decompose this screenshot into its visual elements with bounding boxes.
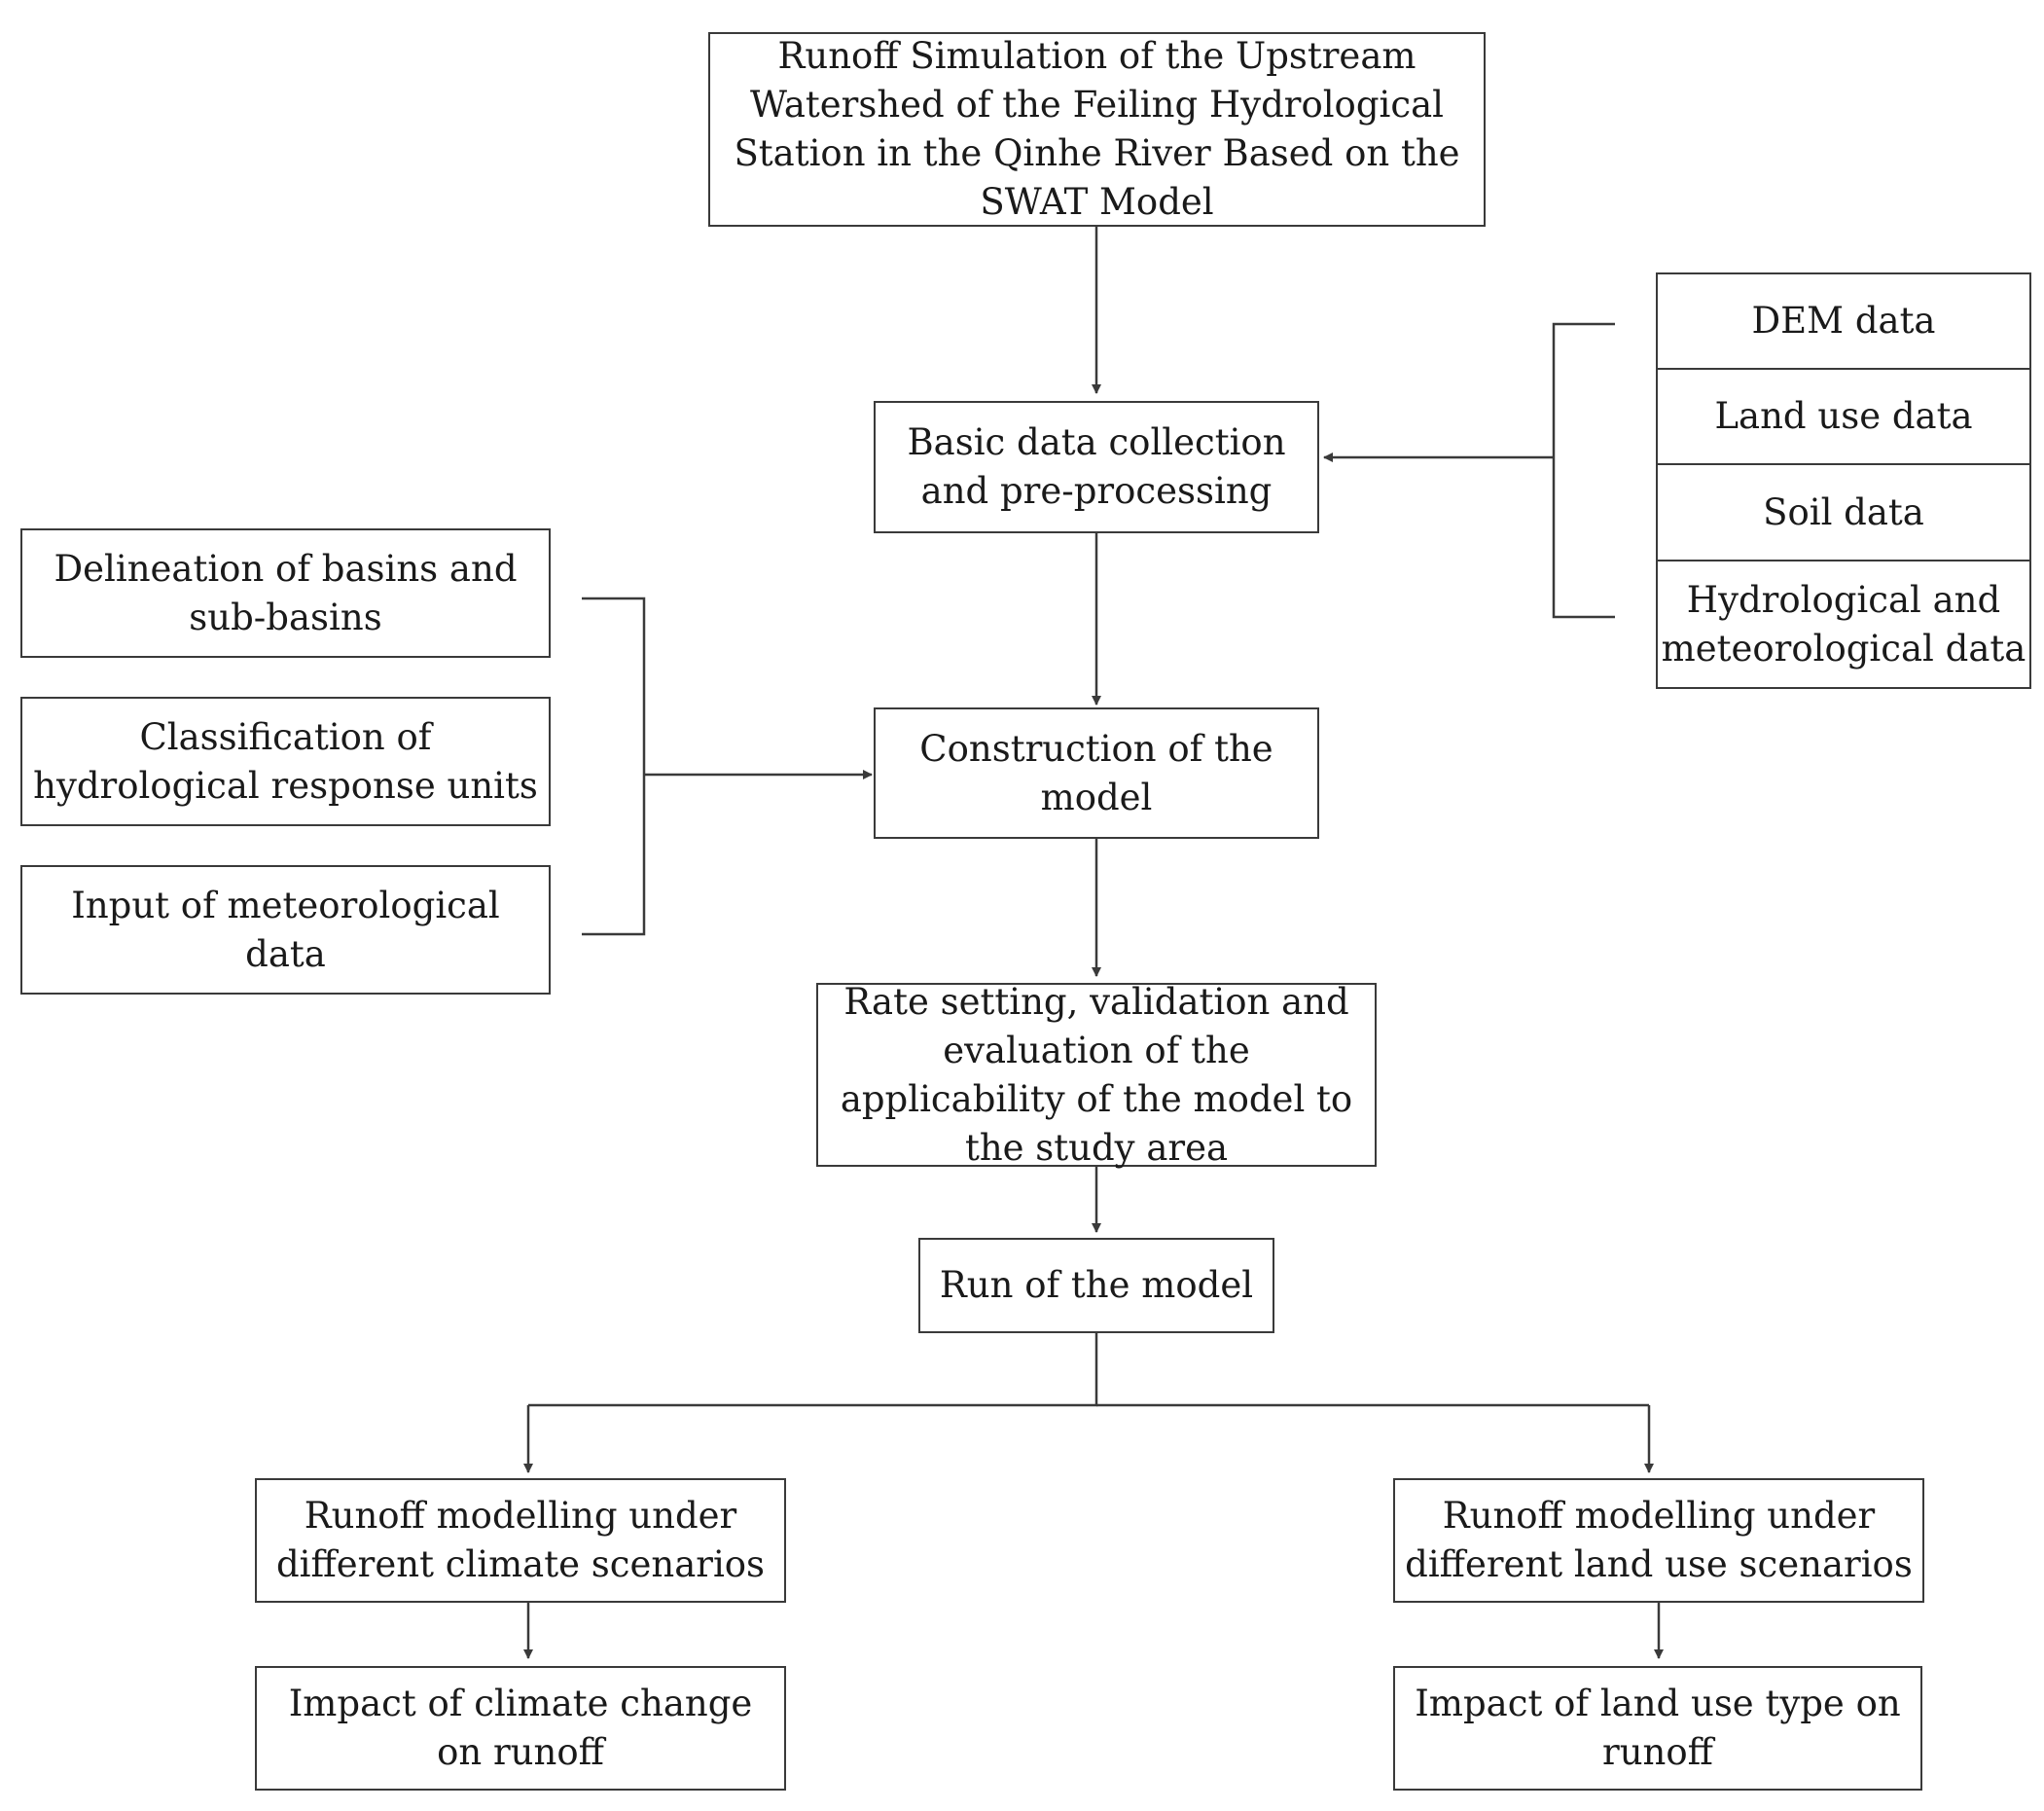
landuse-scenarios-node: Runoff modelling under different land us…	[1393, 1478, 1924, 1603]
land-use-data-cell: Land use data	[1656, 368, 2031, 465]
construction-node: Construction of the model	[874, 707, 1319, 839]
split-connector	[528, 1333, 1098, 1407]
climate-impact-node: Impact of climate change on runoff	[255, 1666, 786, 1791]
met-input-node: Input of meteorological data	[20, 865, 551, 995]
inputs-bracket	[1552, 322, 1615, 619]
landuse-impact-node: Impact of land use type on runoff	[1393, 1666, 1922, 1791]
soil-data-cell: Soil data	[1656, 463, 2031, 561]
classification-node: Classification of hydrological response …	[20, 697, 551, 826]
rate-setting-node: Rate setting, validation and evaluation …	[816, 981, 1377, 1169]
model-steps-bracket	[582, 597, 646, 936]
data-inputs-stack: DEM data Land use data Soil data Hydrolo…	[1656, 272, 2031, 689]
dem-data-cell: DEM data	[1656, 272, 2031, 370]
run-node: Run of the model	[918, 1238, 1274, 1333]
hydro-met-data-cell: Hydrological and meteorological data	[1656, 560, 2031, 689]
basic-data-node: Basic data collection and pre-processing	[874, 401, 1319, 533]
delineation-node: Delineation of basins and sub-basins	[20, 528, 551, 658]
climate-scenarios-node: Runoff modelling under different climate…	[255, 1478, 786, 1603]
title-node: Runoff Simulation of the Upstream Waters…	[708, 32, 1486, 227]
